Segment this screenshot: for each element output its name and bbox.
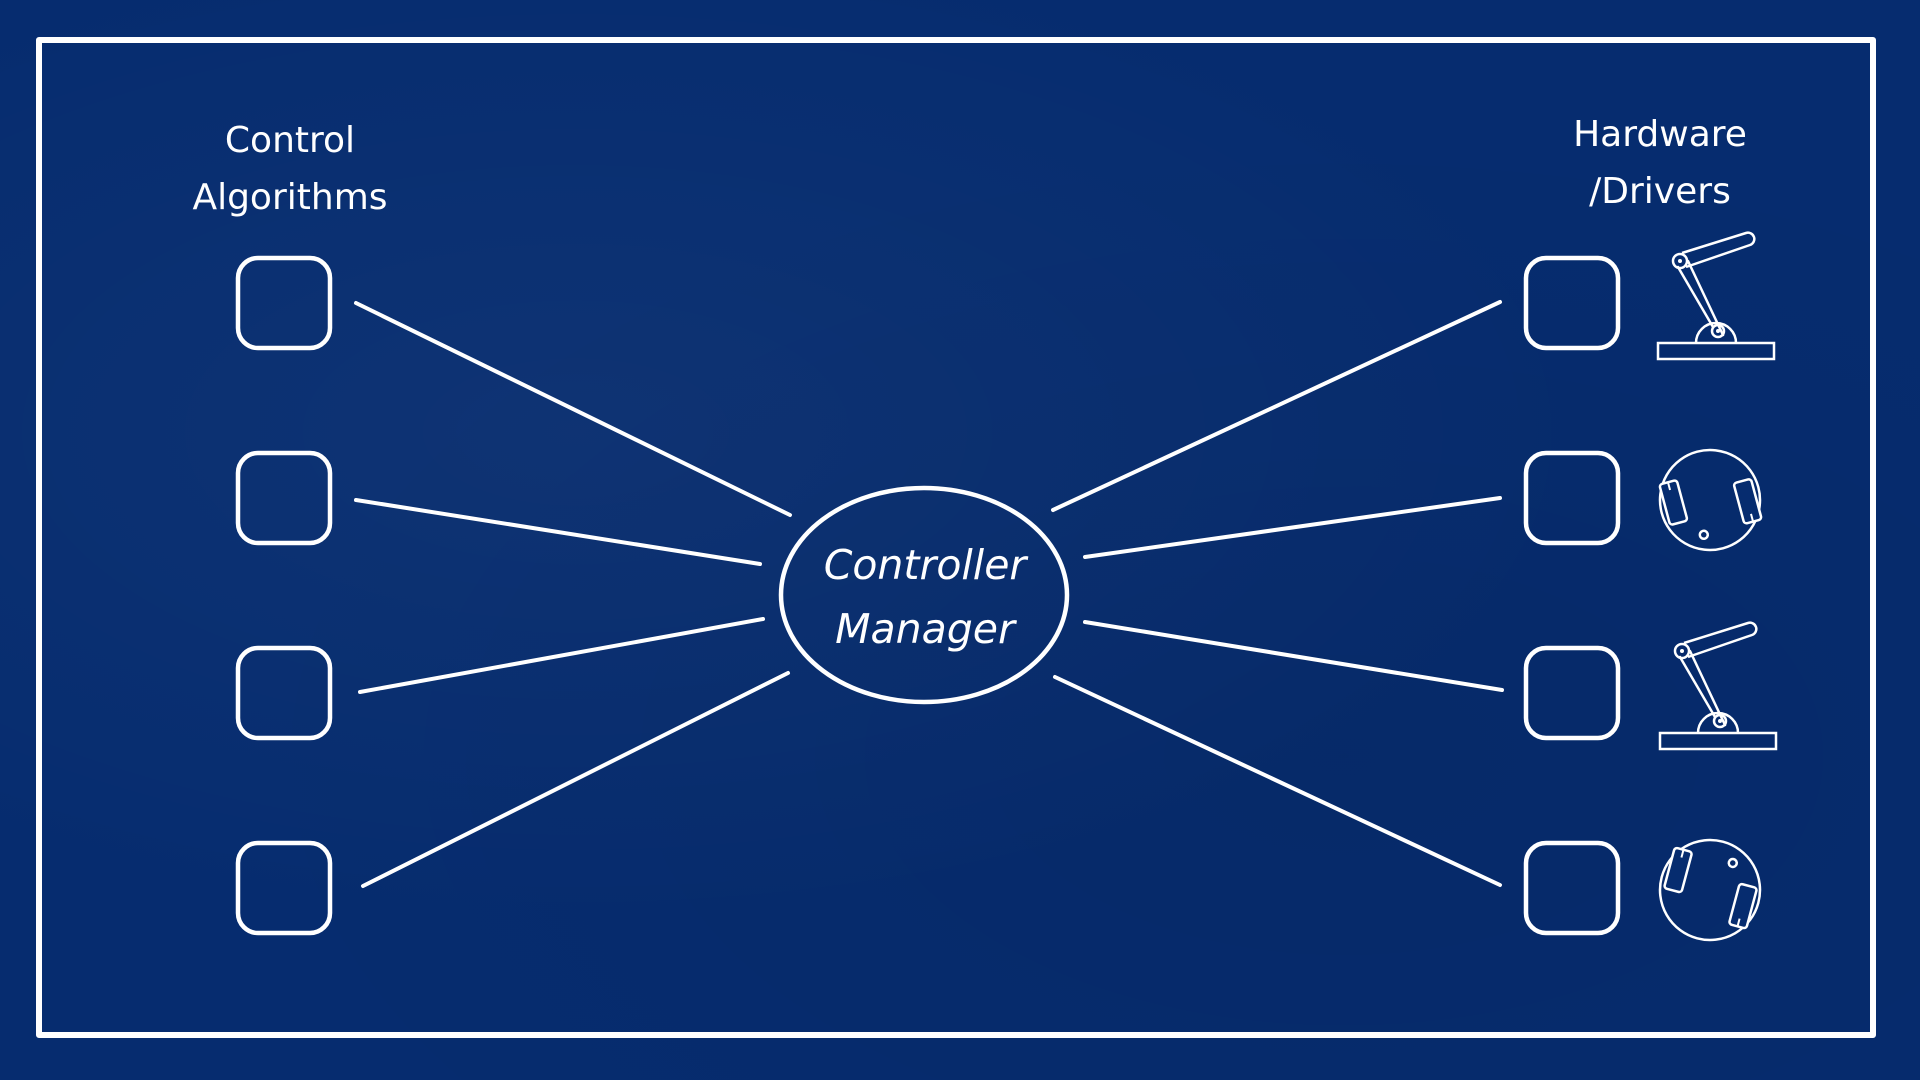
connector-left-1: [354, 301, 792, 517]
controller-manager-node: [778, 485, 1070, 705]
control-algorithm-box-3: [235, 645, 333, 741]
left-heading-line1: Control: [224, 120, 356, 161]
diagram-frame: [36, 37, 1876, 1038]
hardware-driver-box-1: [1523, 255, 1621, 351]
hub-label-line1: Controller: [823, 541, 1027, 589]
connector-right-2: [1083, 496, 1502, 559]
hardware-driver-box-2: [1523, 450, 1621, 546]
connector-left-2: [354, 498, 762, 566]
right-heading-line1: Hardware: [1573, 114, 1747, 155]
hub-label-line2: Manager: [835, 605, 1015, 653]
right-heading-line2: /Drivers: [1589, 171, 1731, 212]
left-heading-line2: Algorithms: [192, 177, 388, 218]
hardware-driver-box-4: [1523, 840, 1621, 936]
hardware-drivers-heading: Hardware /Drivers: [1510, 106, 1810, 220]
mobile-robot-icon: [1647, 827, 1773, 953]
control-algorithm-box-4: [235, 840, 333, 936]
connector-right-4: [1053, 675, 1502, 887]
robot-arm-icon: [1656, 231, 1776, 361]
connector-left-3: [358, 617, 765, 694]
mobile-robot-icon: [1647, 437, 1773, 563]
connector-right-1: [1051, 300, 1502, 512]
connector-right-3: [1083, 620, 1504, 692]
connector-left-4: [361, 671, 790, 888]
robot-arm-icon: [1658, 621, 1778, 751]
control-algorithms-heading: Control Algorithms: [140, 112, 440, 226]
control-algorithm-box-1: [235, 255, 333, 351]
hardware-driver-box-3: [1523, 645, 1621, 741]
control-algorithm-box-2: [235, 450, 333, 546]
controller-manager-label: Controller Manager: [760, 533, 1090, 661]
